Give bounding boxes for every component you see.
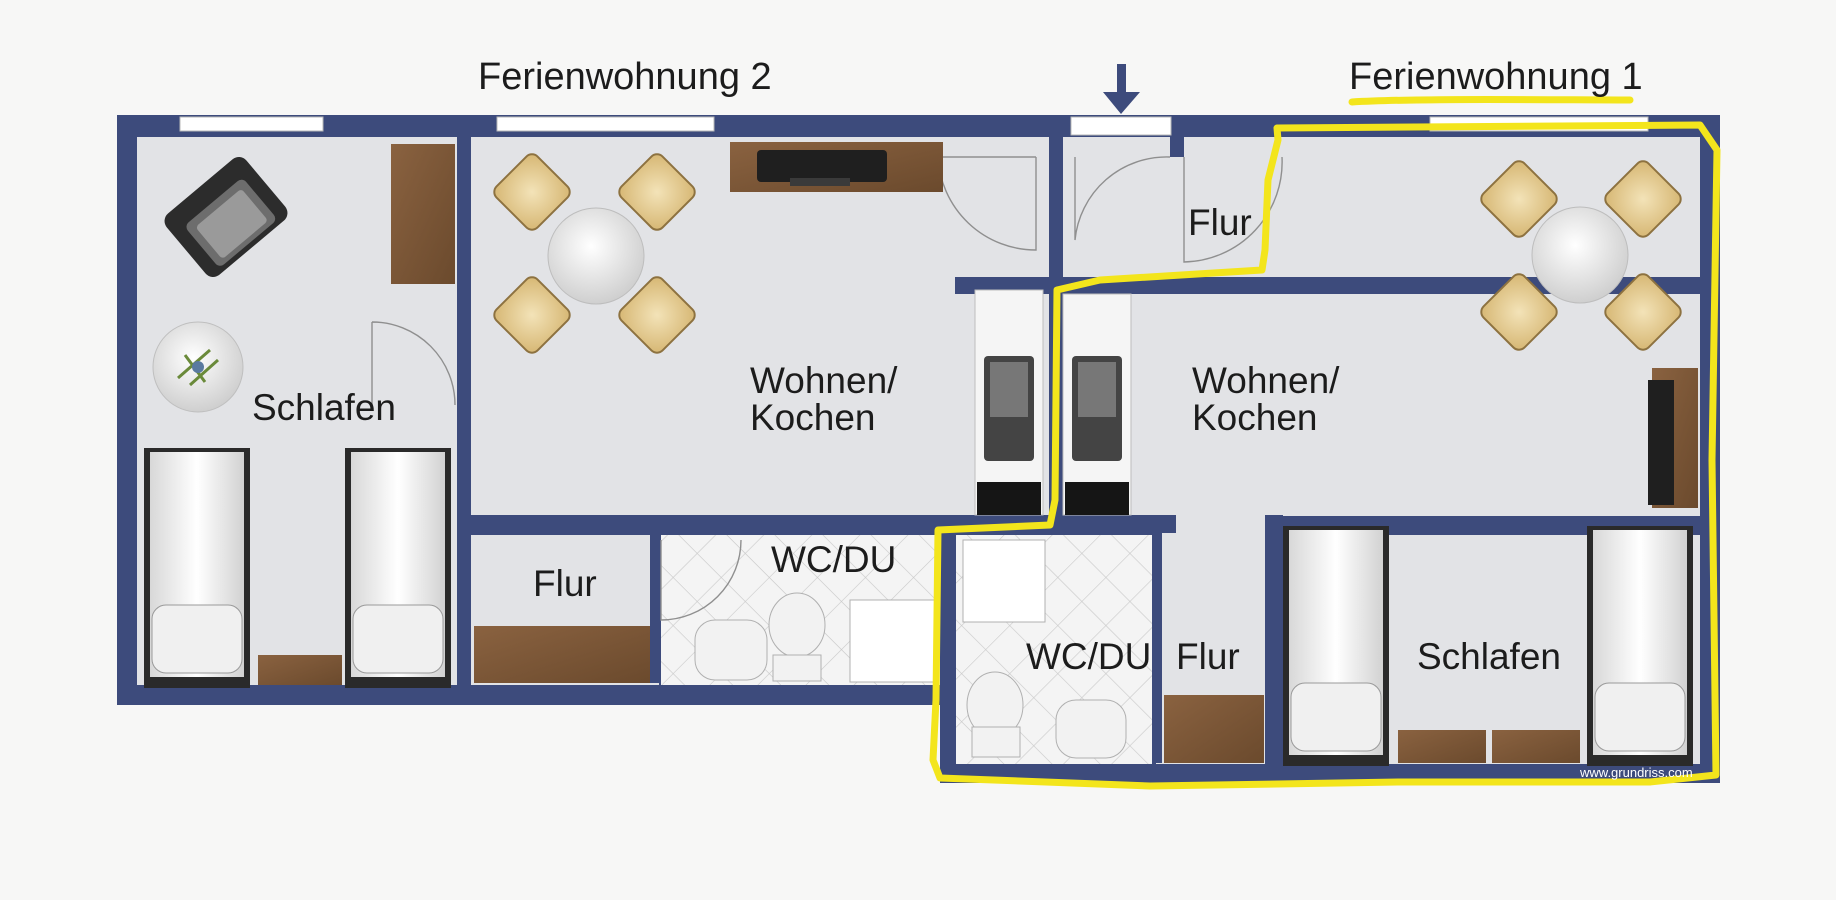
room-label-wcdu-right: WC/DU <box>1026 636 1152 677</box>
dining-table-left <box>493 153 696 354</box>
room-label-wcdu-left: WC/DU <box>771 539 897 580</box>
bathroom-left-fixtures <box>694 592 936 683</box>
hall-shelf-left <box>474 626 650 683</box>
room-label-schlafen-left: Schlafen <box>252 387 396 428</box>
bed-left-2 <box>345 448 451 688</box>
armchair-icon <box>164 157 288 277</box>
side-table-icon <box>152 321 244 413</box>
kitchen-left <box>974 289 1044 516</box>
bathroom-right-fixtures <box>962 539 1127 759</box>
title-underline <box>1348 96 1634 106</box>
room-label-flur-right: Flur <box>1176 636 1240 677</box>
dining-table-right <box>1480 160 1682 351</box>
nightstand-left <box>258 655 342 685</box>
bed-left-1 <box>144 448 250 688</box>
room-label-wohnen-left: Wohnen/ <box>750 360 898 401</box>
bed-right-1 <box>1283 526 1389 766</box>
room-label-flur-top: Flur <box>1188 202 1252 243</box>
tv-cabinet <box>730 142 943 192</box>
highlight-markup <box>929 96 1721 790</box>
kitchen-right <box>1062 293 1132 516</box>
bed-right-2 <box>1587 526 1693 766</box>
tv-right <box>1648 368 1698 508</box>
title-ferienwohnung-1: Ferienwohnung 1 <box>1349 56 1643 98</box>
room-label-kochen-right: Kochen <box>1192 397 1318 438</box>
room-label-wohnen-right: Wohnen/ <box>1192 360 1340 401</box>
hall-shelf-right <box>1164 695 1264 763</box>
apartment-1-outline <box>929 121 1721 790</box>
room-label-kochen-left: Kochen <box>750 397 876 438</box>
title-ferienwohnung-2: Ferienwohnung 2 <box>478 56 772 98</box>
nightstands-right <box>1398 730 1580 763</box>
watermark: www.grundriss.com <box>1580 765 1693 780</box>
wardrobe <box>391 144 455 284</box>
room-label-schlafen-right: Schlafen <box>1417 636 1561 677</box>
room-label-flur-left: Flur <box>533 563 597 604</box>
entrance-arrow-icon <box>1103 64 1140 114</box>
